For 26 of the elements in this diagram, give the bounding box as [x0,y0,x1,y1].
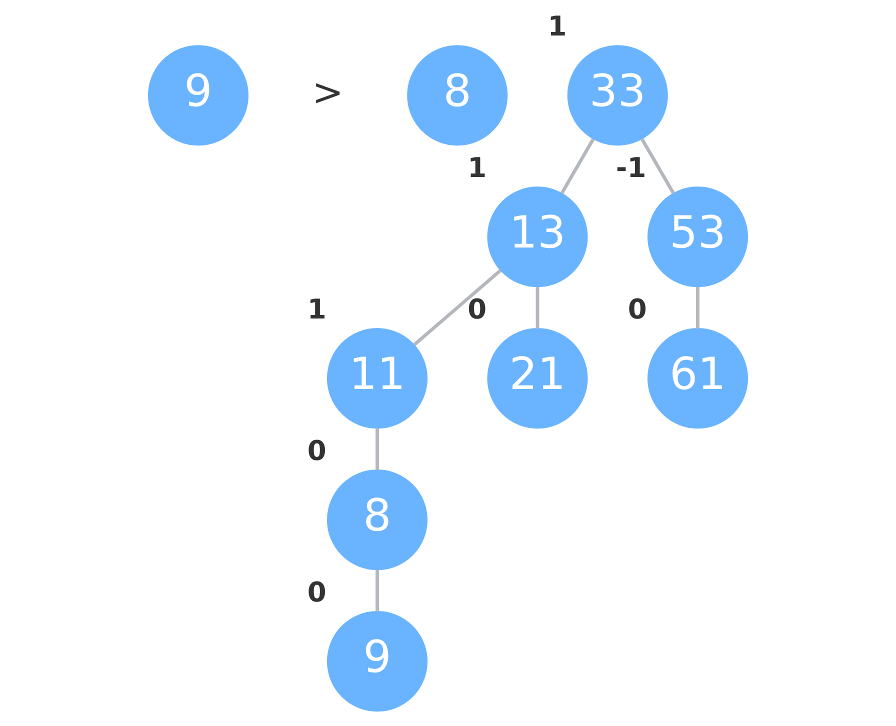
connector [536,286,540,329]
node-circle: 21 [487,328,588,429]
node-circle: 9 [148,45,249,146]
node-label: -1 [616,152,646,184]
node-label: 1 [468,152,487,184]
node-label: 0 [628,294,647,326]
node-circle: 33 [567,45,668,146]
node-circle: 13 [487,186,588,288]
connector [376,428,379,470]
node-circle: 11 [326,328,428,429]
connector [376,570,379,612]
connector [413,269,502,346]
node-label: 1 [307,294,326,326]
node-label: 0 [307,436,326,467]
node-circle: 61 [647,328,748,429]
connector [696,286,700,329]
node-label: 1 [548,11,567,42]
connector [640,138,675,194]
node-circle: 8 [326,470,428,570]
label: > [312,70,344,114]
node-circle: 8 [407,45,508,146]
node-circle: 53 [647,186,748,288]
connector [560,138,595,194]
node-circle: 9 [326,611,428,712]
node-label: 0 [307,577,326,608]
node-label: 0 [468,294,487,326]
